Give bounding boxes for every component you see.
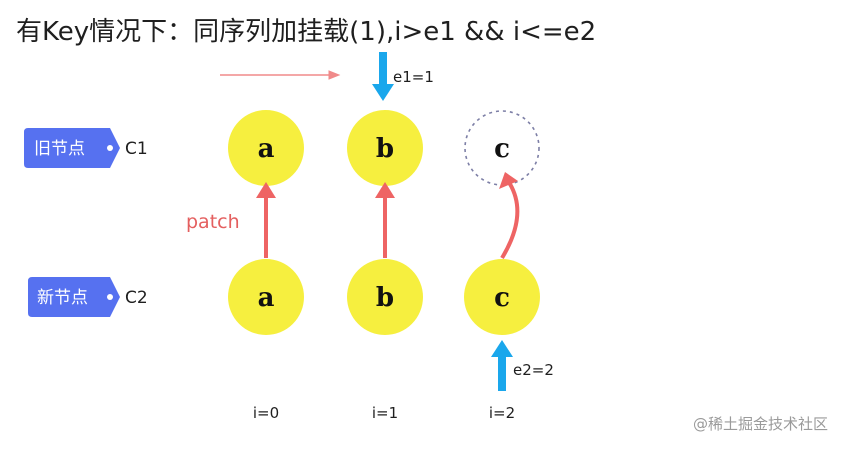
old-row-tag: 旧节点	[24, 128, 120, 168]
page-title: 有Key情况下：同序列加挂载(1),i>e1 && i<=e2	[16, 17, 596, 47]
e1-pointer-arrow	[372, 52, 394, 101]
old-row-tag-text: 旧节点	[34, 139, 85, 159]
old-node-a-label: a	[258, 134, 275, 164]
new-node-a: a	[228, 259, 304, 335]
index-label-0: i=0	[253, 404, 279, 422]
mount-arrow-c	[499, 172, 520, 260]
old-node-c-label: c	[494, 134, 510, 164]
patch-label: patch	[186, 211, 240, 233]
watermark: @稀土掘金技术社区	[693, 415, 828, 433]
new-row-tag: 新节点	[28, 277, 120, 317]
new-row-tag-text: 新节点	[37, 288, 88, 308]
e2-pointer-label: e2=2	[513, 361, 554, 379]
old-node-b: b	[347, 110, 423, 186]
old-node-c-placeholder: c	[464, 110, 540, 186]
new-node-c: c	[464, 259, 540, 335]
patch-arrow-a	[256, 182, 276, 258]
new-node-b-label: b	[376, 283, 394, 313]
index-label-2: i=2	[489, 404, 515, 422]
patch-arrow-b	[375, 182, 395, 258]
new-node-a-label: a	[258, 283, 275, 313]
index-label-1: i=1	[372, 404, 398, 422]
new-row-name: C2	[125, 288, 148, 308]
e2-pointer-arrow	[491, 340, 513, 391]
old-row-name: C1	[125, 139, 148, 159]
new-node-b: b	[347, 259, 423, 335]
new-node-c-label: c	[494, 283, 510, 313]
old-node-b-label: b	[376, 134, 394, 164]
old-node-a: a	[228, 110, 304, 186]
e1-pointer-label: e1=1	[393, 68, 434, 86]
